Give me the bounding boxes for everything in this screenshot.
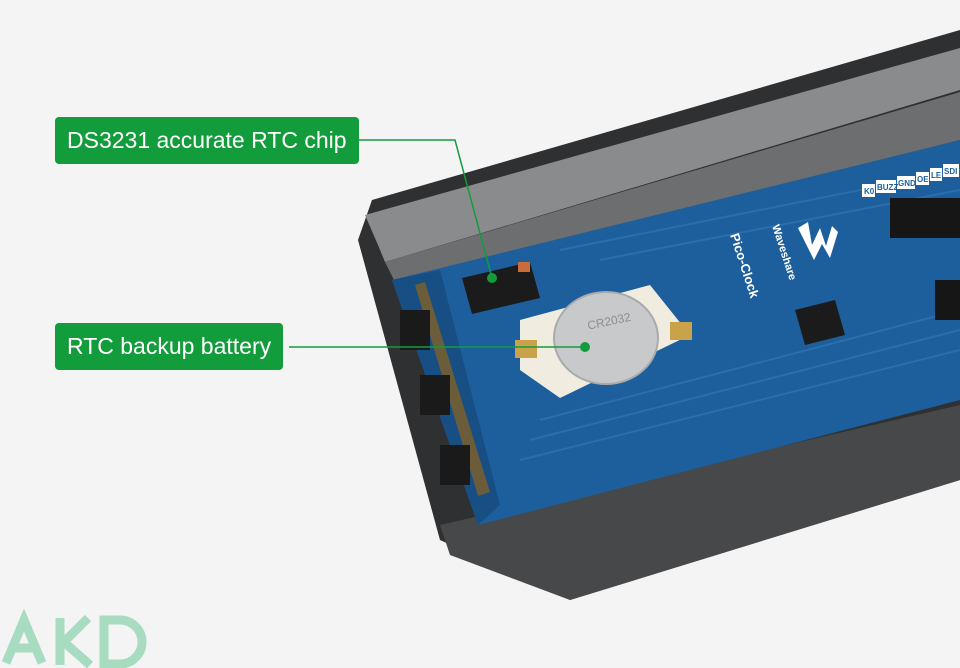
waveshare-logo-icon bbox=[798, 222, 838, 260]
pin-header bbox=[890, 198, 960, 238]
pin-label: SDI bbox=[944, 167, 957, 176]
callout-leader-line bbox=[358, 139, 493, 279]
battery-clip bbox=[670, 322, 692, 340]
callout-dot bbox=[487, 273, 497, 283]
callout-dot bbox=[580, 342, 590, 352]
callout-backup-battery: RTC backup battery bbox=[55, 323, 284, 370]
pin-label: K0 bbox=[864, 187, 875, 196]
pin-label: BUZZ bbox=[877, 183, 898, 192]
smd-component bbox=[518, 262, 530, 272]
pin-label-backgrounds bbox=[862, 164, 959, 197]
rtc-chip bbox=[462, 262, 540, 314]
connector-strip bbox=[415, 282, 490, 496]
side-buttons bbox=[400, 310, 470, 485]
akd-watermark-logo bbox=[1, 608, 147, 668]
pin-label: LE bbox=[931, 171, 942, 180]
pin-label: GND bbox=[898, 179, 916, 188]
ic-chip bbox=[795, 300, 845, 345]
case-bottom-side bbox=[440, 405, 960, 600]
case-rim bbox=[365, 48, 960, 262]
coin-cell-battery bbox=[553, 291, 659, 385]
battery-clip bbox=[515, 340, 537, 358]
case-inner-wall bbox=[385, 92, 960, 282]
pin-label: OE bbox=[917, 175, 929, 184]
callout-rtc-chip: DS3231 accurate RTC chip bbox=[55, 117, 359, 164]
pin-header bbox=[935, 280, 960, 320]
